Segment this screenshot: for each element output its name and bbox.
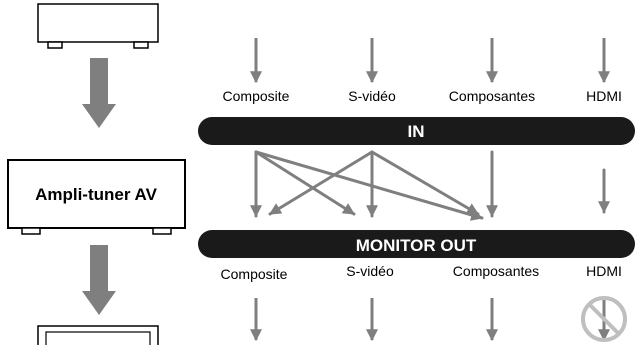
routing-paths [250,150,610,221]
output-label-composantes: Composantes [453,263,539,279]
route-svideo-to-composite [268,150,374,216]
output-label-hdmi: HDMI [586,263,622,279]
output-arrows [250,298,610,342]
output-label-composite: Composite [221,266,288,282]
input-label-composite: Composite [223,88,290,104]
amplifier-label: Ampli-tuner AV [35,185,157,204]
in-banner: IN [198,117,635,145]
source-to-amplifier-arrow [82,58,116,128]
input-label-hdmi: HDMI [586,88,622,104]
amplifier-to-tv-arrow [82,245,116,315]
input-arrows [250,38,610,84]
output-label-svideo: S-vidéo [346,263,394,279]
in-banner-label: IN [408,122,425,141]
prohibited-icon [581,296,627,342]
monitor-out-banner: MONITOR OUT [198,230,635,258]
tv-icon [37,325,159,345]
route-svideo-to-composantes [370,150,480,216]
source-device-icon [37,3,159,49]
route-composite-to-svideo [254,150,356,216]
amplifier-box: Ampli-tuner AV [7,159,186,235]
monitor-out-banner-label: MONITOR OUT [356,236,477,255]
input-label-composantes: Composantes [449,88,535,104]
input-label-svideo: S-vidéo [348,88,396,104]
route-composite-to-composantes [254,150,484,221]
